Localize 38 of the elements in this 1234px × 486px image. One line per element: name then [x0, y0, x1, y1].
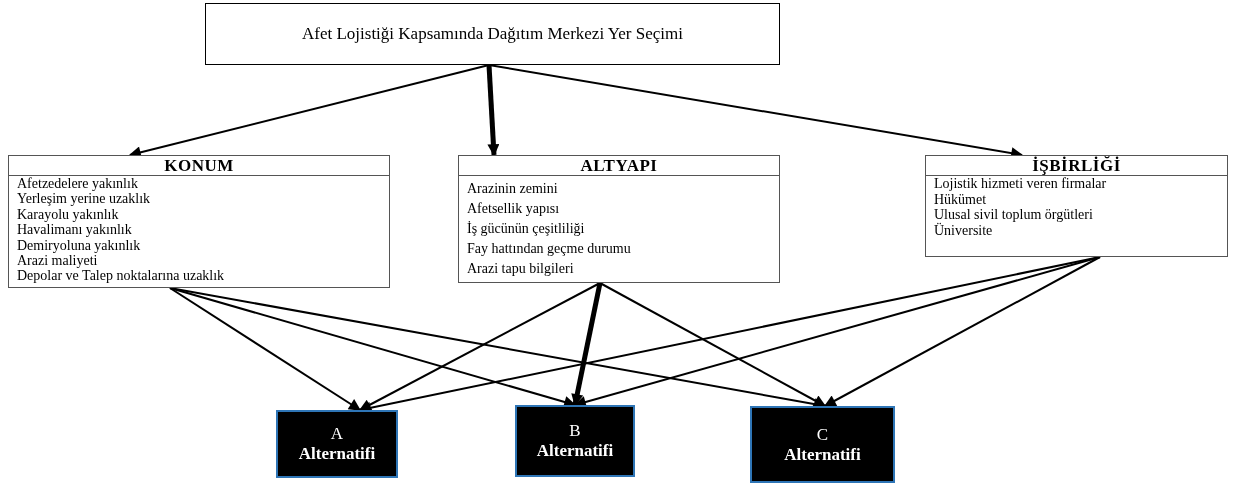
criterion-text: Ulusal sivil toplum örgütleri — [933, 207, 1094, 223]
arrow — [486, 64, 500, 157]
alternative-label: Alternatifi — [298, 444, 376, 464]
criteria-panel — [458, 155, 780, 283]
criterion-text: Afetzedelere yakınlık — [16, 176, 139, 192]
arrow — [169, 287, 361, 411]
alternative-letter: C — [816, 424, 829, 445]
alternative-label: Alternatifi — [784, 444, 861, 465]
panel-heading: KONUM — [9, 156, 389, 176]
criterion-text: Demiryoluna yakınlık — [16, 237, 142, 254]
criterion-text: Yerleşim yerine uzaklık — [16, 191, 152, 207]
criterion-text: Lojistik hizmeti veren firmalar — [933, 176, 1108, 192]
criteria-panel — [925, 155, 1228, 257]
criteria-panel — [8, 155, 390, 288]
criterion-text: İş gücünün çeşitliliği — [466, 220, 586, 238]
criterion-text: Karayolu yakınlık — [16, 206, 120, 223]
criterion-text: Arazi tapu bilgileri — [466, 260, 575, 278]
alternative-letter: A — [330, 424, 344, 444]
alternative-box — [276, 410, 398, 478]
arrow — [599, 282, 827, 407]
arrow — [571, 282, 603, 407]
arrow — [823, 256, 1101, 407]
title-box — [205, 3, 780, 65]
criterion-text: Afetsellik yapısı — [466, 200, 561, 218]
alternative-letter: B — [569, 421, 581, 441]
title-text: Afet Lojistiği Kapsamında Dağıtım Merkezi Yer Seçimi — [302, 24, 683, 44]
alternative-box — [750, 406, 895, 483]
criterion-text: Üniversite — [933, 222, 994, 238]
alternative-label: Alternatifi — [536, 441, 614, 461]
criterion-text: Fay hattından geçme durumu — [466, 240, 632, 258]
criterion-text: Arazinin zemini — [466, 180, 559, 198]
panel-heading: ALTYAPI — [459, 156, 779, 176]
panel-heading: İŞBİRLİĞİ — [926, 156, 1227, 176]
criterion-text: Havalimanı yakınlık — [16, 222, 133, 238]
alternative-box — [515, 405, 635, 477]
criterion-text: Depolar ve Talep noktalarına uzaklık — [16, 268, 226, 284]
criterion-text: Arazi maliyeti — [16, 253, 99, 269]
criterion-text: Hükümet — [933, 191, 988, 207]
